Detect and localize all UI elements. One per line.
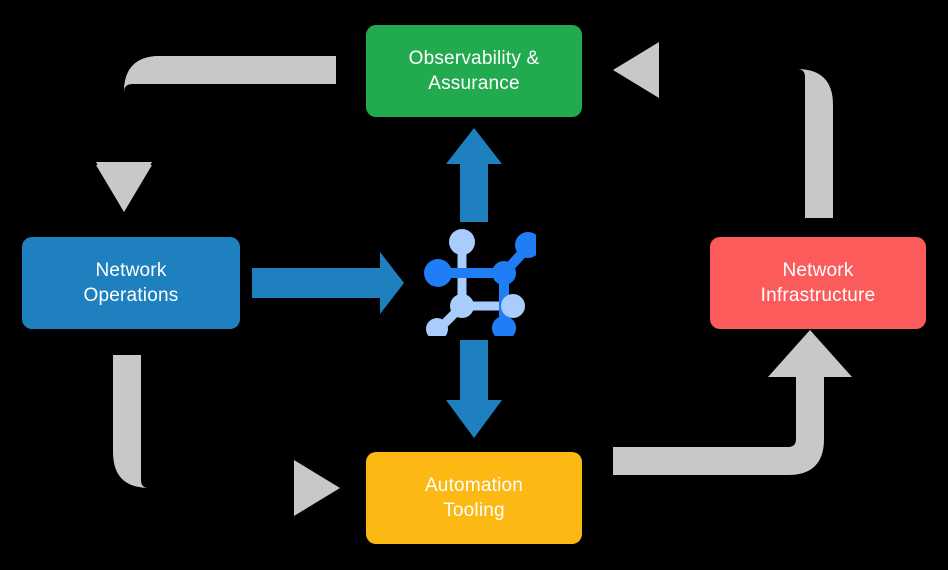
topology-secondary-links [435,238,509,333]
node-network-infrastructure[interactable]: Network Infrastructure [710,237,926,329]
network-topology-icon [424,229,536,336]
topology-secondary-nodes [426,229,525,336]
node-label-observability: Observability & Assurance [408,47,540,94]
node-network-operations[interactable]: Network Operations [22,237,240,329]
topology-primary-nodes [424,232,536,336]
connector-infrastructure-to-observability [613,42,833,218]
connector-operations-to-center [252,252,404,314]
node-observability-assurance[interactable]: Observability & Assurance [366,25,582,117]
node-label-network-operations: Network Operations [83,259,179,306]
node-label-network-infrastructure: Network Infrastructure [760,259,876,306]
connector-center-to-automation [446,340,502,438]
node-label-automation-tooling: Automation Tooling [424,474,524,521]
connector-observability-to-operations [96,56,336,212]
connector-operations-to-automation [113,355,340,516]
connector-center-to-observability [446,128,502,222]
connector-automation-to-infrastructure [613,330,852,475]
node-automation-tooling[interactable]: Automation Tooling [366,452,582,544]
